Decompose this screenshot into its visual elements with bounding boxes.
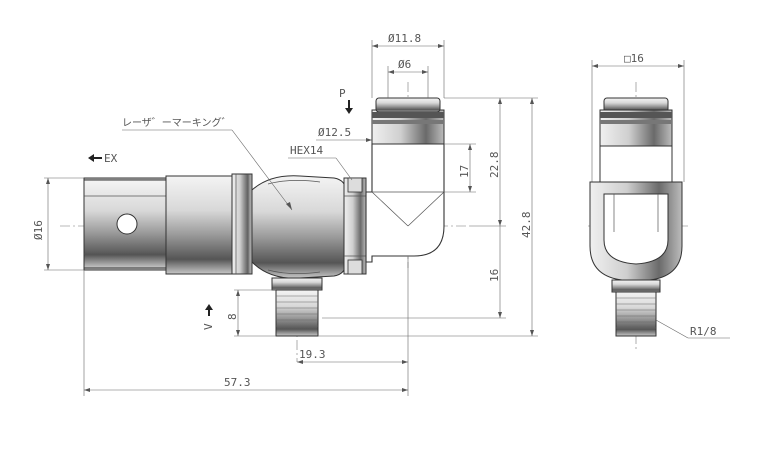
dim-square-size: □16 xyxy=(624,52,644,65)
silencer-body xyxy=(83,177,167,271)
dimension-lines xyxy=(44,40,538,396)
front-view: Ø11.8 Ø6 Ø12.5 HEX14 P EX レーザ゛ーマーキング゛ 19… xyxy=(32,32,538,396)
dim-body-diameter: Ø12.5 xyxy=(318,126,351,139)
elbow-body xyxy=(365,143,445,263)
dim-thread: R1/8 xyxy=(690,325,717,338)
side-view: □16 R1/8 xyxy=(588,52,730,350)
dim-thread-length: 8 xyxy=(226,313,239,320)
arrow-heads xyxy=(46,44,534,392)
dim-height-22-8: 22.8 xyxy=(488,152,501,179)
dim-length: 57.3 xyxy=(224,376,251,389)
port-p-arrow-icon xyxy=(345,100,353,114)
port-p-label: P xyxy=(339,87,346,100)
dim-tube-diameter: Ø6 xyxy=(398,58,411,71)
port-v-label: V xyxy=(202,323,215,330)
banjo-body xyxy=(251,175,347,279)
dim-height-17: 17 xyxy=(458,165,471,178)
dim-outer-diameter: Ø11.8 xyxy=(388,32,421,45)
laser-marking-label: レーザ゛ーマーキング゛ xyxy=(122,116,232,129)
push-in-fitting xyxy=(371,97,445,145)
valve-housing xyxy=(165,173,253,275)
dim-center-16: 16 xyxy=(488,269,501,282)
dim-hex: HEX14 xyxy=(290,144,323,157)
thread-stem xyxy=(271,277,323,337)
dim-offset: 19.3 xyxy=(299,348,326,361)
hex-nut xyxy=(343,177,367,275)
port-ex-label: EX xyxy=(104,152,118,165)
dim-height-42-8: 42.8 xyxy=(520,212,533,239)
port-ex-arrow-icon xyxy=(88,154,102,162)
port-v-arrow-icon xyxy=(205,304,213,316)
dim-left-diameter: Ø16 xyxy=(32,220,45,240)
